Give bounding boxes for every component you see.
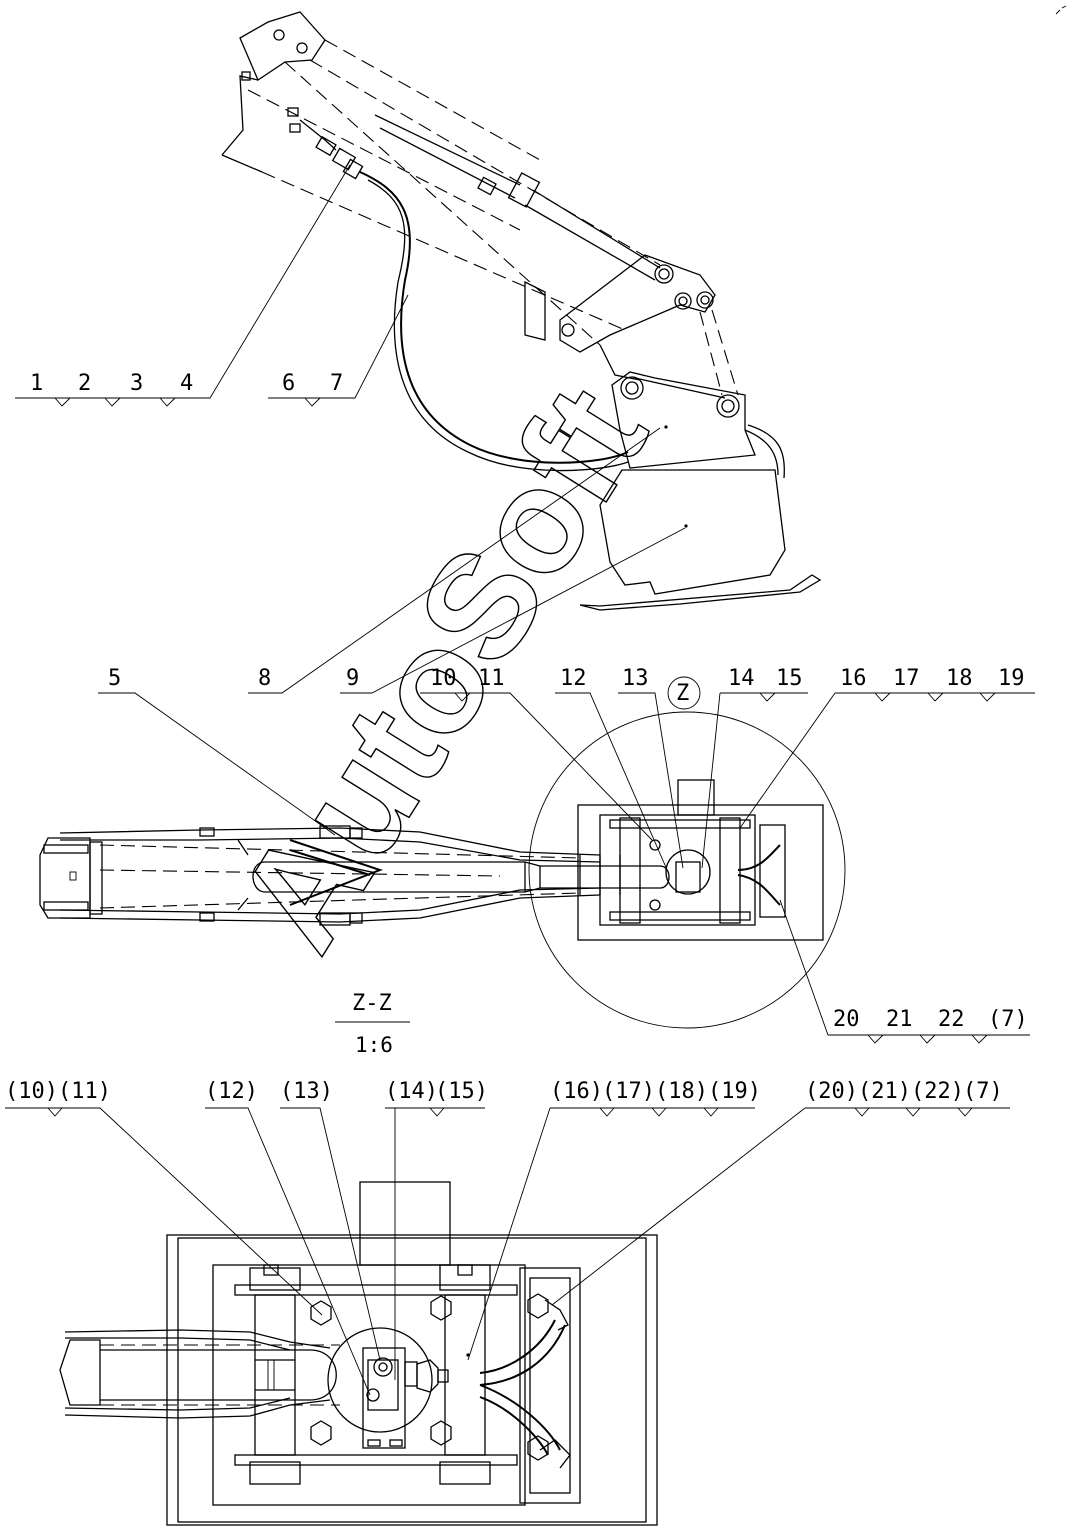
detail-label-13: (13) (280, 1079, 333, 1104)
plan-view (39, 711, 846, 1029)
section-title: Z-Z (352, 991, 392, 1016)
label-16: 16 (840, 666, 867, 691)
label-22: 22 (938, 1007, 965, 1032)
label-9: 9 (346, 666, 359, 691)
detail-label-20: (20) (805, 1079, 858, 1104)
detail-label-22: (22) (911, 1079, 964, 1104)
label-19: 19 (998, 666, 1025, 691)
detail-label-15: (15) (435, 1079, 488, 1104)
label-17: 17 (893, 666, 920, 691)
label-15: 15 (776, 666, 803, 691)
section-scale: 1:6 (355, 1033, 393, 1057)
label-11: 11 (478, 666, 505, 691)
detail-label-16: (16) (550, 1079, 603, 1104)
detail-label-10: (10) (5, 1079, 58, 1104)
label-7: 7 (330, 371, 343, 396)
detail-label-12: (12) (205, 1079, 258, 1104)
leaders-detail (5, 1107, 1010, 1396)
label-3: 3 (130, 371, 143, 396)
detail-label-19: (19) (708, 1079, 761, 1104)
label-5: 5 (108, 666, 121, 691)
detail-label-17: (17) (602, 1079, 655, 1104)
label-10: 10 (430, 666, 457, 691)
label-21: 21 (886, 1007, 913, 1032)
label-13: 13 (622, 666, 649, 691)
label-20: 20 (833, 1007, 860, 1032)
label-6: 6 (282, 371, 295, 396)
label-14: 14 (728, 666, 755, 691)
corner-mark (1055, 5, 1067, 15)
label-4: 4 (180, 371, 193, 396)
detail-label-21: (21) (858, 1079, 911, 1104)
label-12: 12 (560, 666, 587, 691)
detail-label-14: (14) (385, 1079, 438, 1104)
detail-view-z (59, 1181, 658, 1526)
detail-z-circle (528, 711, 846, 1029)
label-8: 8 (258, 666, 271, 691)
detail-label-11: (11) (58, 1079, 111, 1104)
side-view (221, 11, 822, 611)
detail-label-18: (18) (655, 1079, 708, 1104)
label-7-ref: (7) (988, 1007, 1028, 1032)
label-18: 18 (946, 666, 973, 691)
detail-label-7: (7) (963, 1079, 1003, 1104)
label-1: 1 (30, 371, 43, 396)
label-2: 2 (78, 371, 91, 396)
z-marker-circle (667, 676, 701, 710)
label-z-marker: Z (676, 681, 689, 706)
